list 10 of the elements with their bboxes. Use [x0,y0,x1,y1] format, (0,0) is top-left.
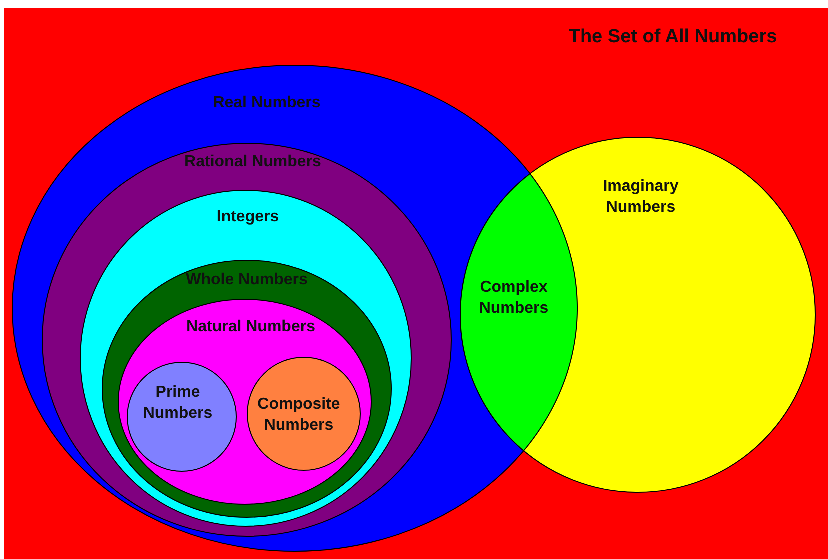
set-label: Real Numbers [213,94,321,114]
set-label: Natural Numbers [186,318,316,338]
set-label: Prime Numbers [142,383,214,424]
set-label: Whole Numbers [186,270,308,291]
set-label: Integers [216,208,280,228]
set-label: The Set of All Numbers [568,26,778,50]
set-label: Imaginary Numbers [602,177,680,218]
set-label: Composite Numbers [256,395,342,436]
set-label: Complex Numbers [478,278,550,319]
set-label: Rational Numbers [184,152,322,173]
